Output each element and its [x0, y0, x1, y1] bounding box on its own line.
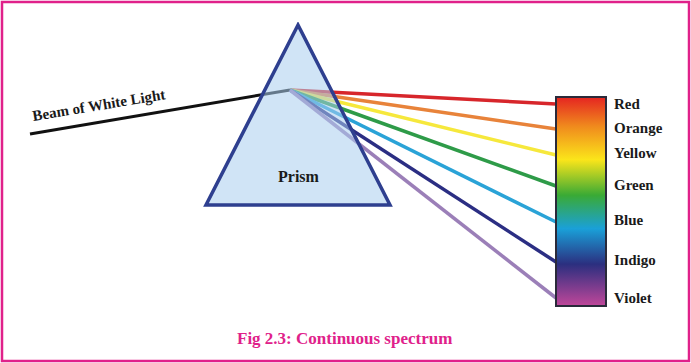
color-label: Indigo: [614, 252, 656, 269]
color-label: Orange: [614, 120, 662, 137]
figure-caption: Fig 2.3: Continuous spectrum: [237, 329, 452, 349]
beam-label: Beam of White Light: [31, 86, 166, 125]
color-label: Green: [614, 177, 654, 194]
prism-label: Prism: [278, 168, 319, 186]
prism-node: Prism: [203, 22, 393, 208]
color-label: Violet: [614, 290, 652, 307]
color-label: Yellow: [614, 145, 657, 162]
color-label: Red: [614, 96, 640, 113]
color-label: Blue: [614, 212, 643, 229]
